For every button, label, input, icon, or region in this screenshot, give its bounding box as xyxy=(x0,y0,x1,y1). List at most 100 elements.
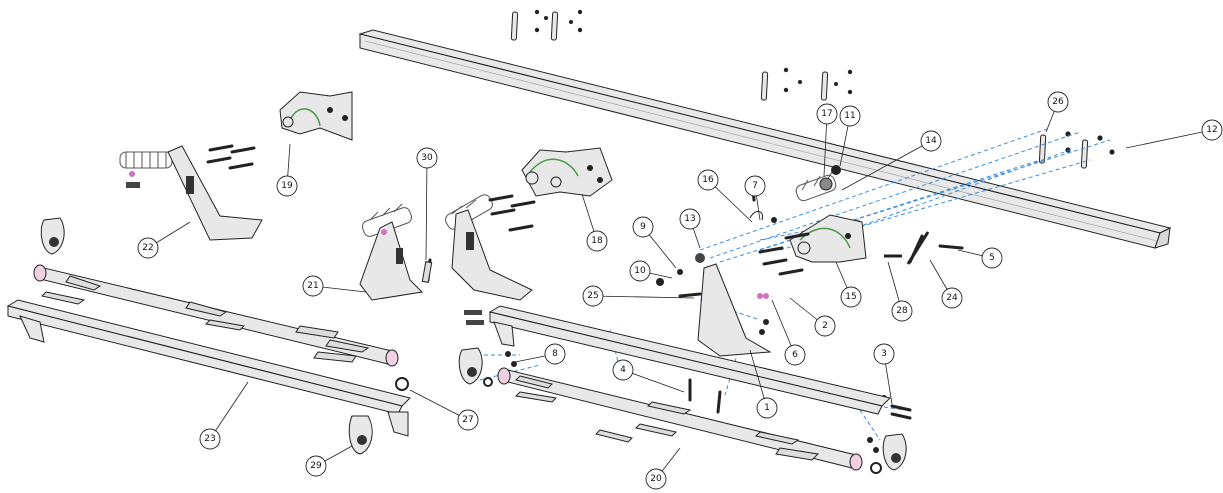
callout-circle-15 xyxy=(840,286,862,308)
callout-25: 25 xyxy=(582,285,604,307)
callout-label-12: 12 xyxy=(1206,125,1217,135)
callout-label-14: 14 xyxy=(925,136,937,146)
callout-circle-10 xyxy=(629,260,651,282)
callout-circle-3 xyxy=(873,343,895,365)
arm-22 xyxy=(129,145,263,241)
callout-28: 28 xyxy=(891,300,913,322)
callout-7: 7 xyxy=(744,175,766,197)
washer-27 xyxy=(395,377,409,391)
callout-label-16: 16 xyxy=(702,175,714,185)
callout-label-8: 8 xyxy=(552,349,558,359)
callout-label-27: 27 xyxy=(462,415,473,425)
bracket-18 xyxy=(521,147,613,197)
callout-11: 11 xyxy=(839,105,861,127)
callout-label-4: 4 xyxy=(620,365,626,375)
callout-label-17: 17 xyxy=(821,109,832,119)
callout-22: 22 xyxy=(137,237,159,259)
link-plates-top xyxy=(510,9,583,41)
hub-29 xyxy=(348,415,373,455)
bracket-19 xyxy=(279,91,353,141)
callout-15: 15 xyxy=(840,286,862,308)
callout-label-15: 15 xyxy=(845,292,856,302)
callout-circle-8 xyxy=(544,343,566,365)
hub-mid xyxy=(458,347,493,387)
hub-left-top xyxy=(40,217,65,255)
leader-line-27 xyxy=(409,389,469,421)
callout-circle-23 xyxy=(199,428,221,450)
callout-23: 23 xyxy=(199,428,221,450)
link-24 xyxy=(884,231,930,265)
leader-line-4 xyxy=(622,369,685,393)
callout-4: 4 xyxy=(612,359,634,381)
callout-circle-14 xyxy=(920,130,942,152)
link-plates-mid xyxy=(760,67,853,101)
callout-circle-4 xyxy=(612,359,634,381)
callout-label-13: 13 xyxy=(684,214,695,224)
callout-30: 30 xyxy=(416,147,438,169)
callout-16: 16 xyxy=(697,169,719,191)
arm-lower xyxy=(697,263,772,357)
callout-label-7: 7 xyxy=(752,181,758,191)
callout-label-5: 5 xyxy=(989,253,995,263)
callout-circle-12 xyxy=(1201,119,1223,141)
callout-circle-6 xyxy=(784,344,806,366)
callout-circle-19 xyxy=(276,175,298,197)
callout-circle-5 xyxy=(981,247,1003,269)
callout-circle-22 xyxy=(137,237,159,259)
hub-right xyxy=(870,433,907,474)
angle-rail-mid xyxy=(488,305,891,415)
callout-18: 18 xyxy=(586,230,608,252)
callout-3: 3 xyxy=(873,343,895,365)
arm-upper xyxy=(451,209,533,301)
callout-19: 19 xyxy=(276,175,298,197)
callout-24: 24 xyxy=(941,287,963,309)
callout-label-1: 1 xyxy=(764,403,770,413)
callout-12: 12 xyxy=(1201,119,1223,141)
callout-label-9: 9 xyxy=(640,222,646,232)
callout-circle-7 xyxy=(744,175,766,197)
callout-13: 13 xyxy=(679,208,701,230)
callout-label-21: 21 xyxy=(307,281,318,291)
leader-line-12 xyxy=(1125,129,1213,149)
callout-27: 27 xyxy=(457,409,479,431)
callout-label-10: 10 xyxy=(634,266,646,276)
link-plates-right xyxy=(1038,131,1115,169)
callout-circle-28 xyxy=(891,300,913,322)
callout-9: 9 xyxy=(632,216,654,238)
callout-10: 10 xyxy=(629,260,651,282)
callout-circle-18 xyxy=(586,230,608,252)
spring-14 xyxy=(795,171,837,202)
callout-label-24: 24 xyxy=(946,293,958,303)
bracket-15 xyxy=(789,214,867,263)
callout-label-2: 2 xyxy=(822,321,828,331)
callout-20: 20 xyxy=(645,468,667,490)
spring-22 xyxy=(119,151,173,169)
callout-circle-2 xyxy=(814,315,836,337)
callout-1: 1 xyxy=(756,397,778,419)
callout-6: 6 xyxy=(784,344,806,366)
callout-circle-29 xyxy=(305,455,327,477)
callout-circle-24 xyxy=(941,287,963,309)
callout-label-19: 19 xyxy=(281,181,293,191)
leader-line-30 xyxy=(425,157,428,261)
callout-circle-17 xyxy=(816,103,838,125)
callout-circle-13 xyxy=(679,208,701,230)
callout-circle-27 xyxy=(457,409,479,431)
tine-roller-right xyxy=(497,367,863,471)
callout-label-3: 3 xyxy=(881,349,887,359)
callout-2: 2 xyxy=(814,315,836,337)
callout-21: 21 xyxy=(302,275,324,297)
callout-label-18: 18 xyxy=(591,236,603,246)
callout-label-20: 20 xyxy=(650,474,662,484)
arm-21 xyxy=(359,221,424,301)
callout-circle-11 xyxy=(839,105,861,127)
pin-30 xyxy=(421,261,433,283)
leader-line-14 xyxy=(841,140,932,191)
callout-label-22: 22 xyxy=(142,243,153,253)
callout-circle-26 xyxy=(1047,91,1069,113)
leader-line-23 xyxy=(209,381,249,440)
callout-8: 8 xyxy=(544,343,566,365)
callout-circle-20 xyxy=(645,468,667,490)
